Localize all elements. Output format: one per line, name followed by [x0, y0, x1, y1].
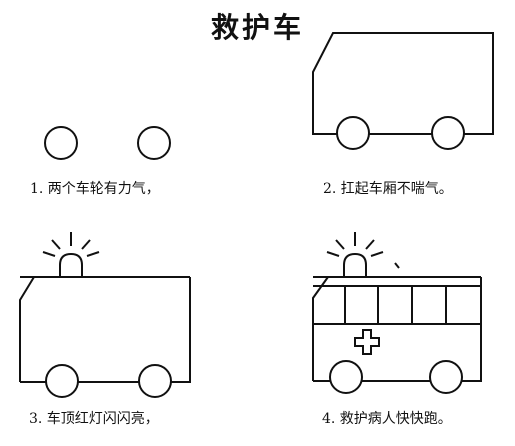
- wheel-rear: [138, 364, 172, 398]
- siren-light: [59, 252, 83, 277]
- van-body: [312, 276, 482, 382]
- page-title: 救护车: [210, 11, 304, 44]
- light-rays: [42, 232, 100, 257]
- van-body: [312, 32, 494, 135]
- step-4-caption: 4. 救护病人快快跑。: [322, 411, 452, 427]
- wheel-front: [336, 116, 370, 150]
- van-body: [19, 276, 191, 383]
- wheel-front: [45, 364, 79, 398]
- siren-light: [343, 252, 367, 277]
- wheel-rear: [429, 360, 463, 394]
- step-1-illustration: [44, 126, 171, 160]
- step-2-caption: 2. 扛起车厢不喘气。: [323, 181, 453, 197]
- light-rays: [326, 232, 384, 257]
- wheel-front: [44, 126, 78, 160]
- step-2-illustration: [312, 32, 494, 150]
- step-3-illustration: [19, 232, 191, 398]
- wheel-rear: [137, 126, 171, 160]
- red-cross-icon: [354, 329, 380, 355]
- wheel-front: [329, 360, 363, 394]
- step-3-caption: 3. 车顶红灯闪闪亮，: [29, 411, 159, 427]
- wheel-rear: [431, 116, 465, 150]
- step-1-caption: 1. 两个车轮有力气，: [30, 181, 160, 197]
- sound-mark: [394, 262, 400, 269]
- step-4-illustration: [312, 232, 482, 394]
